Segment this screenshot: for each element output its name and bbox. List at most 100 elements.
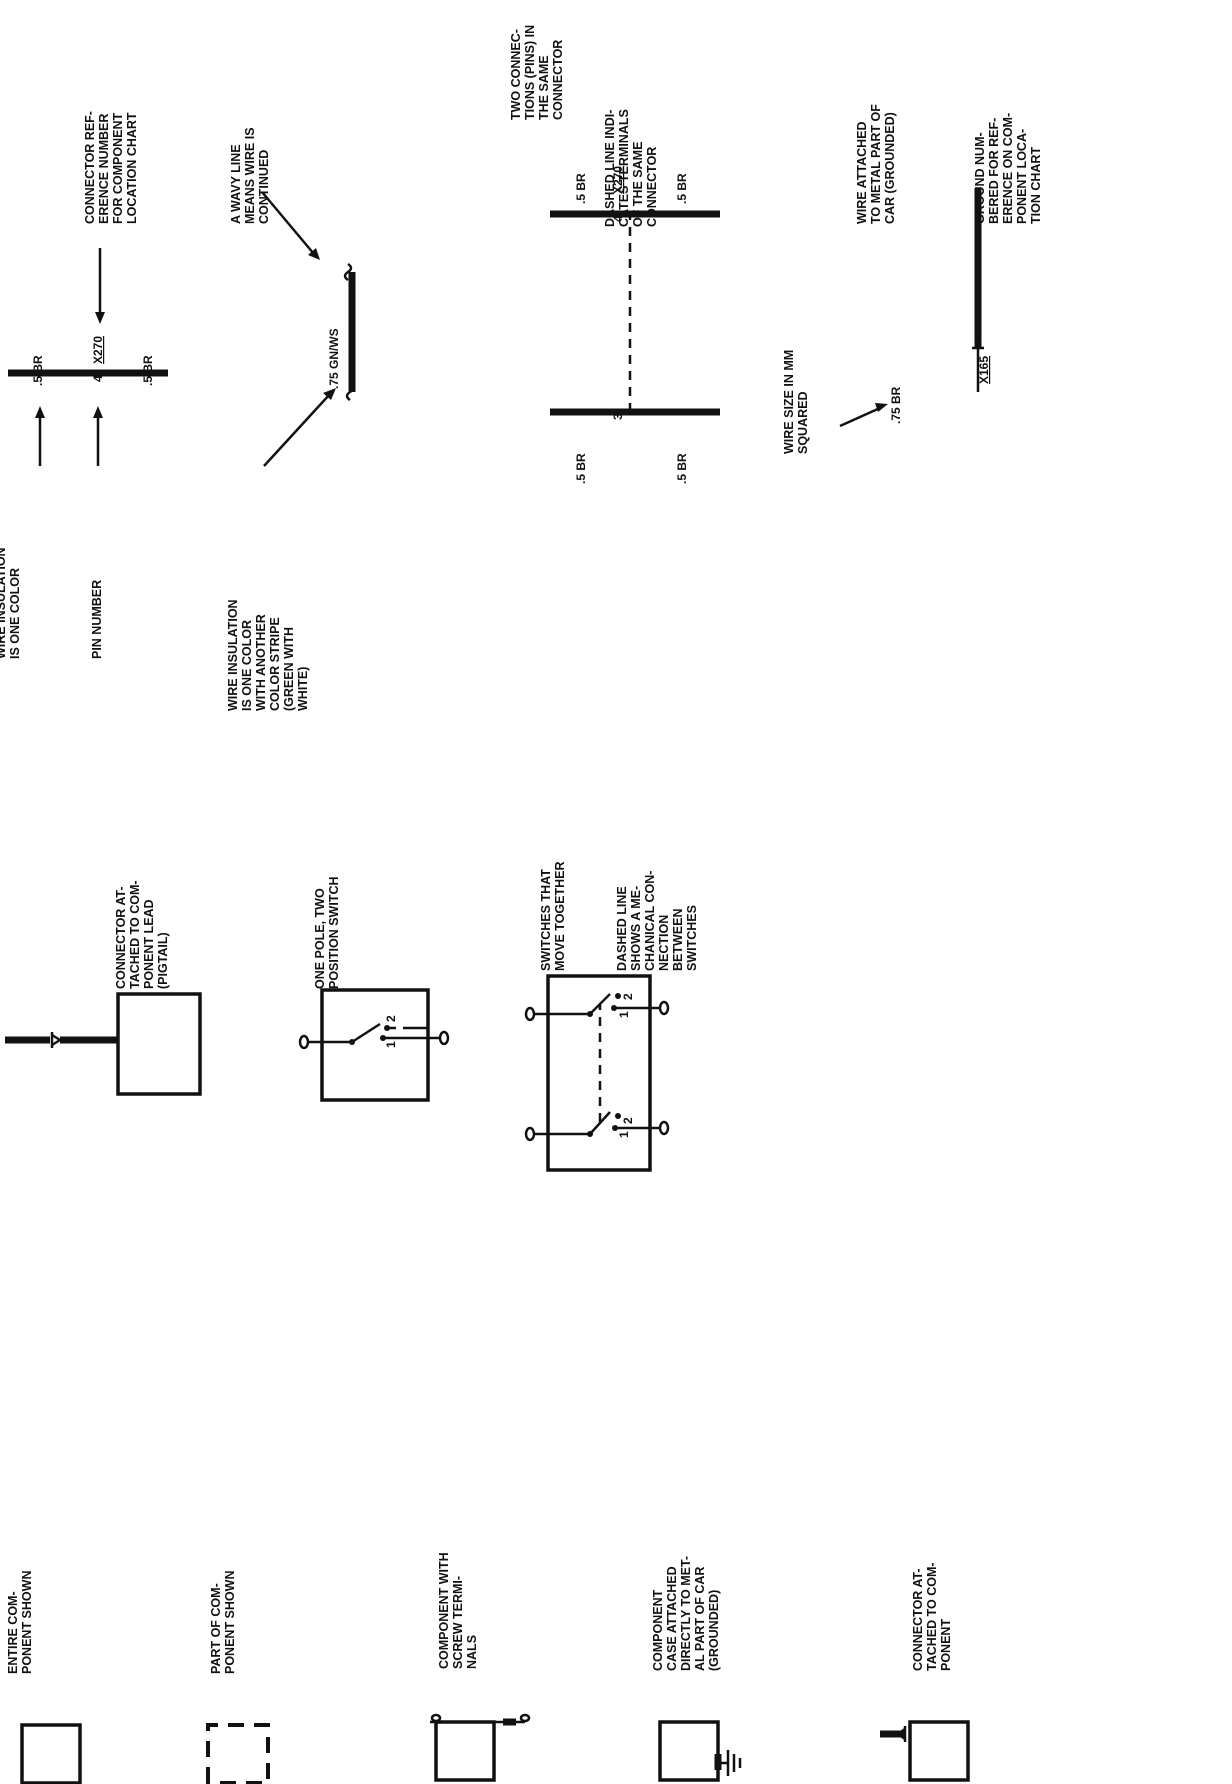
grounded-case-line-4: AL PART OF CAR	[693, 1567, 707, 1671]
wire-gn-ws: .75 GN/WS	[327, 328, 341, 389]
x270-single: X270	[91, 336, 105, 364]
pin-4-single: 4	[91, 375, 105, 382]
single-color-wire-symbol: .5 BR 4 X270 .5 BR	[8, 248, 168, 466]
ground-ref-line-5: TION CHART	[1029, 147, 1043, 224]
dashed-mechanical-line-5: BETWEEN	[671, 909, 685, 972]
grounded-wire-symbol: .75 BR X165	[839, 188, 991, 428]
pigtail-line-4: (PIGTAIL)	[156, 932, 170, 989]
switches-together-line-2: MOVE TOGETHER	[553, 861, 567, 971]
wire-75br: .75 BR	[889, 386, 903, 424]
dashed-terminals-line-2: CATES TERMINALS	[617, 109, 631, 227]
screw-terminal-line-1: COMPONENT WITH	[437, 1552, 451, 1669]
stripe-line-6: WHITE)	[296, 667, 310, 711]
grounded-case-component-symbol	[658, 1720, 742, 1782]
dashed-terminals-line-3: OF THE SAME	[631, 142, 645, 227]
two-connections-label: TWO CONNEC- TIONS (PINS) IN THE SAME CON…	[509, 21, 565, 120]
connector-component-line-3: PONENT	[939, 1619, 953, 1671]
grounded-case-line-1: COMPONENT	[651, 1589, 665, 1671]
switch-a-pos-2: 2	[621, 1117, 635, 1124]
wire-5br-c: .5 BR	[574, 173, 588, 204]
dashed-mechanical-line-3: CHANICAL CON-	[643, 871, 657, 971]
ground-ref-label: GROUND NUM- BERED FOR REF- ERENCE ON COM…	[973, 109, 1043, 224]
entire-component-line-1: ENTIRE COM-	[6, 1591, 20, 1674]
ground-ref-line-4: PONENT LOCA-	[1015, 129, 1029, 224]
two-connections-line-1: TWO CONNEC-	[509, 29, 523, 120]
wavy-line-2: MEANS WIRE IS	[243, 127, 257, 224]
connector-ref-label: CONNECTOR REF- ERENCE NUMBER FOR COMPONE…	[83, 108, 139, 224]
wire-grounded-label: WIRE ATTACHED TO METAL PART OF CAR (GROU…	[855, 101, 897, 224]
wire-5br-lower: .5 BR	[141, 355, 155, 386]
wavy-label: A WAVY LINE MEANS WIRE IS CONTINUED	[229, 124, 271, 224]
wavy-line-1: A WAVY LINE	[229, 144, 243, 224]
two-connections-line-3: THE SAME	[537, 55, 551, 120]
switch-b-pos-2: 2	[621, 993, 635, 1000]
pigtail-line-2: TACHED TO COM-	[128, 880, 142, 989]
connector-component-line-1: CONNECTOR AT-	[911, 1568, 925, 1671]
connector-component-symbol	[880, 1720, 970, 1782]
x165-ground: X165	[977, 356, 991, 384]
pigtail-line-1: CONNECTOR AT-	[114, 886, 128, 989]
part-of-component-label: PART OF COM- PONENT SHOWN	[209, 1571, 237, 1674]
stripe-line-3: WITH ANOTHER	[254, 614, 268, 711]
one-pole-switch-line-2: POSITION SWITCH	[327, 877, 341, 990]
dashed-mechanical-label: DASHED LINE SHOWS A ME- CHANICAL CON- NE…	[615, 867, 699, 971]
stripe-line-5: (GREEN WITH	[282, 627, 296, 711]
dashed-terminals-line-4: CONNECTOR	[645, 147, 659, 227]
grounded-case-label: COMPONENT CASE ATTACHED DIRECTLY TO MET-…	[651, 1552, 721, 1671]
wire-5br-a: .5 BR	[574, 453, 588, 484]
switches-together-label: SWITCHES THAT MOVE TOGETHER	[539, 861, 567, 971]
pin-3: 3	[611, 413, 625, 420]
screw-terminal-line-3: NALS	[465, 1635, 479, 1669]
wire-grounded-line-1: WIRE ATTACHED	[855, 121, 869, 224]
ganged-switches-symbol: 1 2 1 2	[524, 974, 670, 1172]
pin-number-label: PIN NUMBER	[90, 580, 104, 659]
wire-5br-upper: .5 BR	[31, 355, 45, 386]
switch-b-pos-1: 1	[617, 1011, 631, 1018]
part-of-component-line-1: PART OF COM-	[209, 1583, 223, 1674]
entire-component-symbol	[20, 1723, 82, 1784]
pigtail-connector-label: CONNECTOR AT- TACHED TO COM- PONENT LEAD…	[114, 877, 170, 989]
screw-terminal-label: COMPONENT WITH SCREW TERMI- NALS	[437, 1549, 479, 1669]
entire-component-label: ENTIRE COM- PONENT SHOWN	[6, 1571, 34, 1674]
x270-dual: X270	[611, 166, 625, 194]
stripe-line-2: IS ONE COLOR	[240, 620, 254, 711]
wire-size-line-2: SQUARED	[796, 391, 810, 454]
switch-a-pos-1: 1	[617, 1131, 631, 1138]
connector-component-label: CONNECTOR AT- TACHED TO COM- PONENT	[911, 1559, 953, 1671]
wavy-line-3: CONTINUED	[257, 150, 271, 224]
stripe-line-1: WIRE INSULATION	[226, 599, 240, 711]
part-of-component-line-2: PONENT SHOWN	[223, 1571, 237, 1674]
connector-ref-line-1: CONNECTOR REF-	[83, 111, 97, 224]
one-pole-switch-line-1: ONE POLE, TWO	[313, 888, 327, 989]
switches-together-line-1: SWITCHES THAT	[539, 869, 553, 971]
one-color-label: WIRE INSULATION IS ONE COLOR	[0, 544, 22, 659]
ground-ref-line-3: ERENCE ON COM-	[1001, 113, 1015, 224]
entire-component-line-2: PONENT SHOWN	[20, 1571, 34, 1674]
connector-ref-line-4: LOCATION CHART	[125, 112, 139, 224]
connector-ref-line-3: FOR COMPONENT	[111, 113, 125, 224]
one-pole-switch-label: ONE POLE, TWO POSITION SWITCH	[313, 877, 341, 990]
dashed-terminals-line-1: DASHED LINE INDI-	[603, 110, 617, 227]
one-pole-switch-symbol: 1 2	[298, 988, 450, 1102]
grounded-case-line-5: (GROUNDED)	[707, 1590, 721, 1671]
stripe-label: WIRE INSULATION IS ONE COLOR WITH ANOTHE…	[226, 596, 310, 711]
grounded-case-line-2: CASE ATTACHED	[665, 1566, 679, 1671]
one-color-line-2: IS ONE COLOR	[8, 568, 22, 659]
dashed-mechanical-line-6: SWITCHES	[685, 905, 699, 971]
dashed-terminals-label: DASHED LINE INDI- CATES TERMINALS OF THE…	[603, 106, 659, 227]
grounded-case-line-3: DIRECTLY TO MET-	[679, 1556, 693, 1671]
wire-size-line-1: WIRE SIZE IN MM	[782, 350, 796, 454]
two-pin-connector-symbol: .5 BR .5 BR .5 BR .5 BR 3 4 X270	[550, 166, 720, 484]
two-connections-line-4: CONNECTOR	[551, 40, 565, 120]
pigtail-connector-symbol	[5, 992, 202, 1096]
dashed-mechanical-line-1: DASHED LINE	[615, 886, 629, 971]
wire-grounded-line-3: CAR (GROUNDED)	[883, 112, 897, 224]
striped-wire-symbol: .75 GN/WS	[261, 191, 356, 467]
dashed-mechanical-line-2: SHOWS A ME-	[629, 886, 643, 971]
wire-grounded-line-2: TO METAL PART OF	[869, 104, 883, 224]
wire-size-label: WIRE SIZE IN MM SQUARED	[782, 346, 810, 454]
screw-terminal-line-2: SCREW TERMI-	[451, 1576, 465, 1669]
connector-component-line-2: TACHED TO COM-	[925, 1562, 939, 1671]
screw-terminal-component-symbol	[430, 1713, 531, 1782]
